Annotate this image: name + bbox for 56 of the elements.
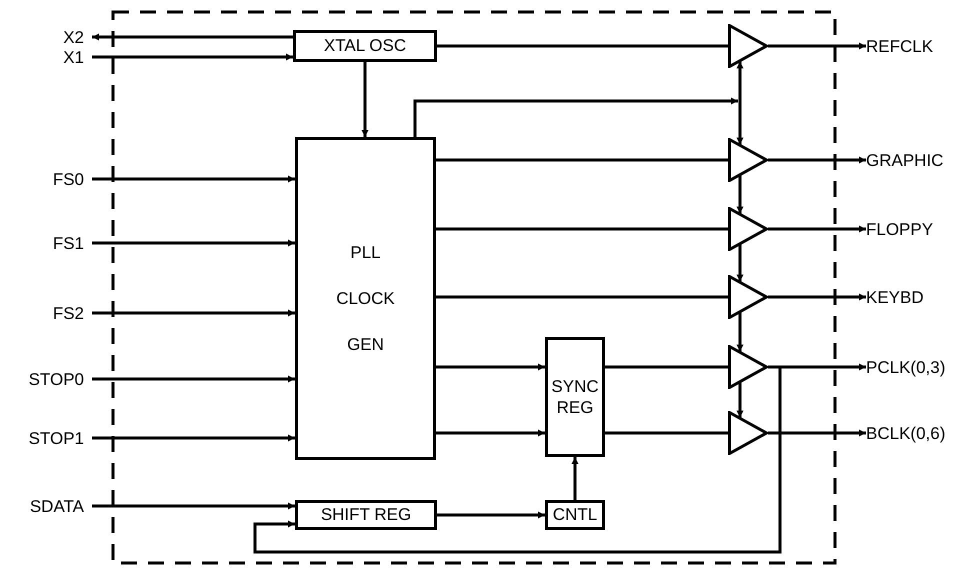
arrow [92,502,295,510]
arrow [736,312,744,352]
arrow [92,176,295,182]
arrow [92,376,295,382]
arrow [92,434,295,442]
signal-line [605,366,728,368]
arrow [768,42,866,50]
buffer-triangle [728,411,768,455]
arrow [437,512,545,518]
block-box: SHIFT REG [295,500,437,530]
arrow [572,457,578,500]
signal-line [436,228,728,230]
arrow [92,310,295,316]
arrow [92,240,295,246]
pin-label: SDATA [4,495,92,517]
arrow [92,34,293,40]
arrow [362,62,368,137]
pin-label: X2 [40,27,92,47]
pin-label: GRAPHIC [866,149,976,171]
pin-label: KEYBD [866,286,976,308]
signal-line [436,158,728,162]
block-box: XTAL OSC [293,30,437,62]
buffer-triangle [728,24,768,68]
arrow [768,226,866,232]
block-box: PLL CLOCK GEN [295,137,436,460]
arrow [92,54,293,60]
arrow [768,430,866,436]
arrow [768,294,866,300]
buffer-triangle [728,138,768,182]
pin-label: STOP0 [4,368,92,390]
arrow [736,61,744,145]
arrow [436,430,545,436]
buffer-triangle [728,275,768,319]
arrow [768,156,866,164]
arrow [254,366,782,554]
arrow [736,382,744,418]
arrow [736,175,744,214]
block-box: SYNC REG [545,337,605,457]
pin-label: FS2 [10,302,92,324]
signal-line [605,432,728,434]
arrow [736,244,744,282]
block-box: CNTL [545,500,605,530]
pin-label: FLOPPY [866,218,976,240]
buffer-triangle [728,207,768,251]
pin-label: BCLK(0,6) [866,422,976,444]
pin-label: PCLK(0,3) [866,356,976,378]
arrow [436,364,545,370]
pin-label: STOP1 [4,427,92,449]
signal-line [437,44,728,48]
pin-label: X1 [40,47,92,67]
signal-line [436,296,728,298]
arrow [414,98,738,137]
pin-label: FS1 [10,232,92,254]
pin-label: FS0 [10,168,92,190]
pin-label: REFCLK [866,35,976,57]
buffer-triangle [728,345,768,389]
